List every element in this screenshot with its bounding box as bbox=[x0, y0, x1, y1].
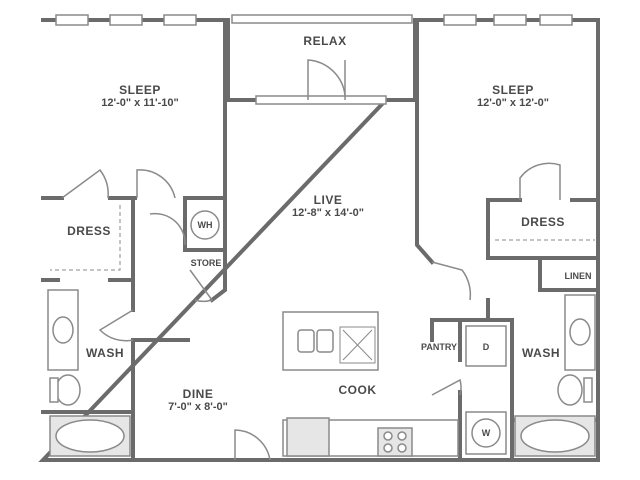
sleep-left-size: 12'-0" x 11'-10" bbox=[101, 97, 179, 110]
interior-wall bbox=[131, 278, 190, 342]
window bbox=[443, 14, 477, 26]
pantry-label: PANTRY bbox=[421, 342, 457, 352]
live-label: LIVE bbox=[313, 193, 343, 207]
window bbox=[493, 14, 527, 26]
burner bbox=[397, 443, 407, 453]
washer-drum bbox=[471, 418, 501, 448]
window bbox=[539, 14, 573, 26]
water-heater-label: WH bbox=[197, 220, 213, 230]
dine-room: DINE 7'-0" x 8'-0" bbox=[148, 387, 248, 415]
interior-wall bbox=[415, 18, 435, 265]
interior-wall bbox=[486, 198, 600, 260]
door-swing bbox=[136, 169, 176, 199]
tub-basin bbox=[55, 419, 125, 453]
water-heater bbox=[190, 210, 220, 240]
burner bbox=[397, 431, 407, 441]
wash-left-label: WASH bbox=[86, 346, 124, 360]
toilet-tank bbox=[583, 377, 593, 403]
dress-right-label: DRESS bbox=[521, 215, 565, 229]
door-swing bbox=[307, 59, 346, 100]
door-swing bbox=[431, 261, 472, 301]
sink bbox=[316, 329, 334, 353]
sleep-right-size: 12'-0" x 12'-0" bbox=[477, 97, 549, 110]
live-size: 12'-8" x 14'-0" bbox=[292, 207, 364, 220]
door-swing bbox=[61, 168, 109, 199]
sink bbox=[569, 318, 591, 346]
interior-wall bbox=[209, 196, 227, 303]
sleep-right-label: SLEEP bbox=[492, 83, 534, 97]
toilet bbox=[557, 374, 583, 406]
door-swing bbox=[189, 269, 214, 303]
sink bbox=[52, 316, 74, 344]
door-swing bbox=[519, 162, 561, 200]
dishwasher bbox=[342, 329, 373, 361]
washer-label: W bbox=[481, 428, 491, 438]
closet-rod bbox=[50, 205, 121, 271]
sink bbox=[297, 329, 315, 353]
door-swing bbox=[431, 378, 462, 396]
sleep-left-label: SLEEP bbox=[119, 83, 161, 97]
dishwasher bbox=[339, 326, 376, 364]
store-label: STORE bbox=[190, 258, 222, 268]
interior-wall bbox=[538, 256, 600, 292]
range bbox=[377, 427, 413, 457]
dine-label: DINE bbox=[182, 387, 214, 401]
dress-left-label: DRESS bbox=[67, 224, 111, 238]
burner bbox=[383, 443, 393, 453]
toilet-tank bbox=[49, 377, 59, 403]
door-swing bbox=[149, 212, 186, 246]
dryer-box bbox=[465, 325, 507, 367]
sliding-door bbox=[255, 95, 387, 105]
door-swing bbox=[98, 309, 134, 342]
window bbox=[231, 14, 413, 24]
wash-right-label: WASH bbox=[522, 346, 560, 360]
window bbox=[55, 14, 89, 26]
relax-label: RELAX bbox=[303, 34, 347, 48]
cook-label: COOK bbox=[338, 383, 377, 397]
door-swing bbox=[234, 429, 271, 461]
dryer-label: D bbox=[482, 342, 490, 352]
dine-size: 7'-0" x 8'-0" bbox=[168, 401, 228, 414]
window bbox=[109, 14, 143, 26]
live-room: LIVE 12'-8" x 14'-0" bbox=[268, 193, 388, 221]
sleep-right-room: SLEEP 12'-0" x 12'-0" bbox=[448, 83, 578, 111]
burner bbox=[383, 431, 393, 441]
sleep-left-room: SLEEP 12'-0" x 11'-10" bbox=[75, 83, 205, 111]
tub-basin bbox=[520, 419, 590, 453]
window bbox=[163, 14, 197, 26]
refrigerator bbox=[286, 417, 330, 457]
toilet bbox=[55, 374, 81, 406]
linen-label: LINEN bbox=[564, 271, 592, 281]
